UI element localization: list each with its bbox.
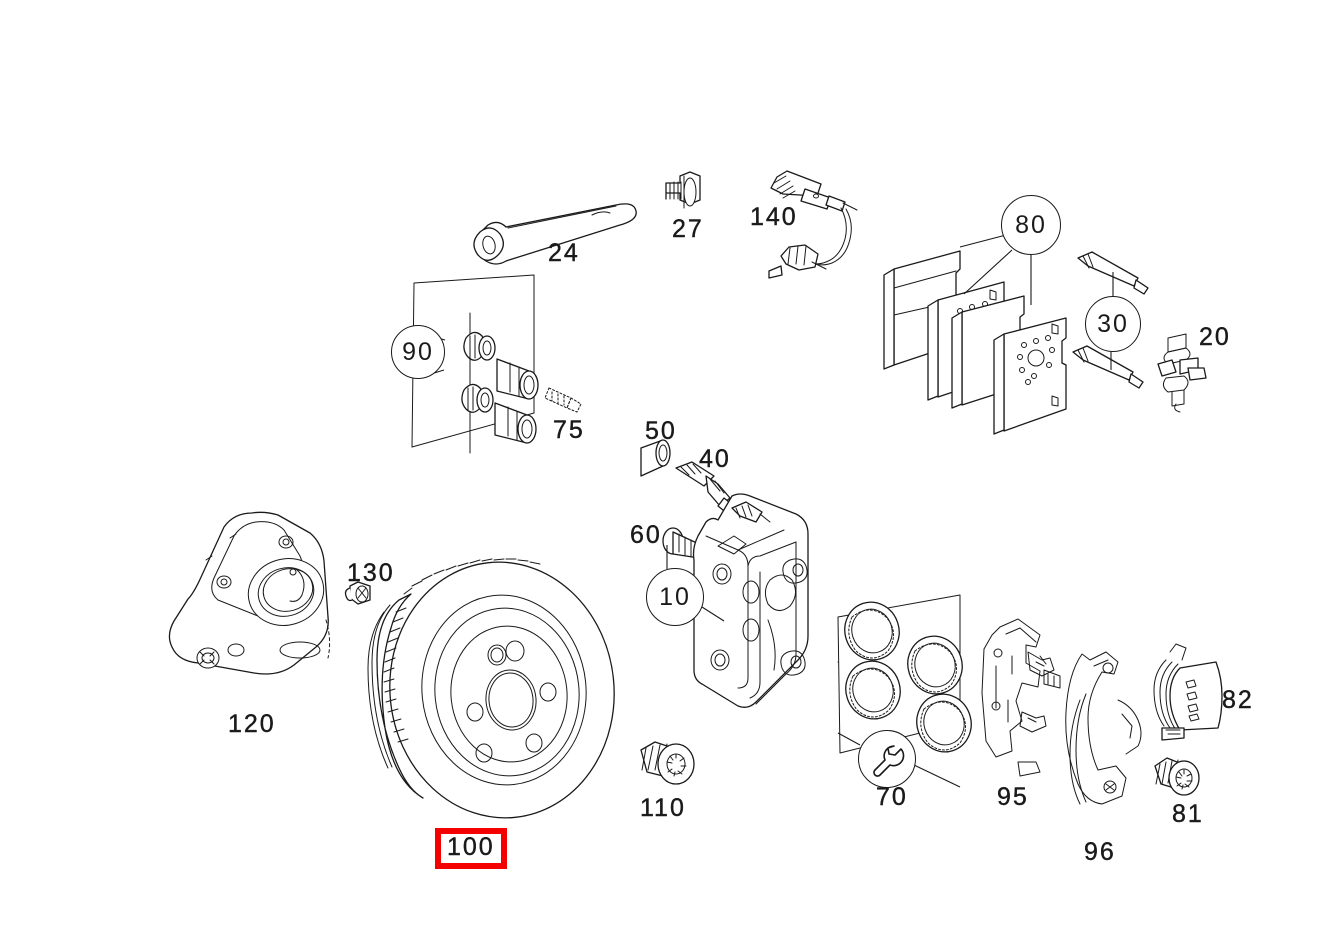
part-label-70[interactable]: 70 bbox=[876, 783, 908, 811]
callout-bubble-80-label: 80 bbox=[1015, 210, 1047, 239]
callout-bubble-10[interactable]: 10 bbox=[646, 568, 704, 626]
part-label-82[interactable]: 82 bbox=[1222, 686, 1254, 714]
callout-bubble-30-label: 30 bbox=[1097, 309, 1129, 338]
part-100-brake-disc bbox=[367, 558, 615, 819]
part-70-seal-repair-kit bbox=[837, 594, 972, 788]
part-120-steering-knuckle bbox=[168, 511, 331, 675]
part-label-140-text: 140 bbox=[750, 203, 798, 231]
part-label-75-text: 75 bbox=[553, 416, 585, 444]
part-81-retaining-bolt bbox=[1154, 757, 1200, 796]
part-label-24[interactable]: 24 bbox=[548, 239, 580, 267]
callout-bubble-90[interactable]: 90 bbox=[391, 325, 445, 379]
part-label-110-text: 110 bbox=[640, 794, 686, 822]
part-label-130[interactable]: 130 bbox=[347, 559, 395, 587]
part-label-110[interactable]: 110 bbox=[640, 794, 686, 822]
part-27-flange-bolt bbox=[665, 171, 701, 209]
part-10-brake-caliper bbox=[692, 493, 809, 708]
part-label-130-text: 130 bbox=[347, 559, 395, 587]
part-label-96-text: 96 bbox=[1084, 838, 1116, 866]
part-30-retaining-pins bbox=[1072, 251, 1149, 389]
part-20-spring-clip bbox=[1157, 333, 1207, 413]
part-140-wear-sensor bbox=[768, 170, 858, 279]
part-24-guide-pin-bolt bbox=[473, 203, 637, 265]
part-label-120[interactable]: 120 bbox=[228, 710, 276, 738]
part-label-100-highlighted[interactable]: 100 bbox=[435, 828, 507, 869]
part-label-70-text: 70 bbox=[876, 783, 908, 811]
part-label-27[interactable]: 27 bbox=[672, 215, 704, 243]
callout-bubble-30[interactable]: 30 bbox=[1085, 296, 1141, 352]
part-label-20[interactable]: 20 bbox=[1199, 323, 1231, 351]
part-label-20-text: 20 bbox=[1199, 323, 1231, 351]
part-label-120-text: 120 bbox=[228, 710, 276, 738]
part-label-100-text: 100 bbox=[447, 833, 495, 861]
part-110-disc-screw bbox=[640, 741, 695, 785]
part-90-piston-boot-kit bbox=[411, 274, 539, 454]
part-label-95-text: 95 bbox=[997, 783, 1029, 811]
part-label-50[interactable]: 50 bbox=[645, 417, 677, 445]
part-96-spring-bracket bbox=[1065, 651, 1142, 805]
callout-bubble-70[interactable] bbox=[858, 730, 916, 788]
part-label-40[interactable]: 40 bbox=[699, 445, 731, 473]
part-80-brake-pad-set bbox=[883, 234, 1067, 435]
callout-bubble-90-label: 90 bbox=[402, 337, 434, 366]
part-label-50-text: 50 bbox=[645, 417, 677, 445]
wrench-icon bbox=[873, 745, 905, 777]
part-label-75[interactable]: 75 bbox=[553, 416, 585, 444]
part-label-81[interactable]: 81 bbox=[1172, 800, 1204, 828]
part-label-140[interactable]: 140 bbox=[750, 203, 798, 231]
part-label-40-text: 40 bbox=[699, 445, 731, 473]
part-label-96[interactable]: 96 bbox=[1084, 838, 1116, 866]
part-label-27-text: 27 bbox=[672, 215, 704, 243]
part-75-guide-sleeve-kit bbox=[544, 387, 582, 413]
part-label-95[interactable]: 95 bbox=[997, 783, 1029, 811]
part-label-60-text: 60 bbox=[630, 521, 662, 549]
part-130-sensor-bolt bbox=[344, 581, 371, 605]
part-label-82-text: 82 bbox=[1222, 686, 1254, 714]
part-82-brake-pad bbox=[1153, 643, 1223, 741]
part-50-bleeder-cap bbox=[640, 439, 671, 477]
callout-bubble-80[interactable]: 80 bbox=[1001, 195, 1061, 255]
part-95-hardware-bracket bbox=[981, 618, 1061, 777]
part-label-60[interactable]: 60 bbox=[630, 521, 662, 549]
callout-bubble-10-label: 10 bbox=[659, 582, 691, 611]
part-label-24-text: 24 bbox=[548, 239, 580, 267]
part-label-81-text: 81 bbox=[1172, 800, 1204, 828]
